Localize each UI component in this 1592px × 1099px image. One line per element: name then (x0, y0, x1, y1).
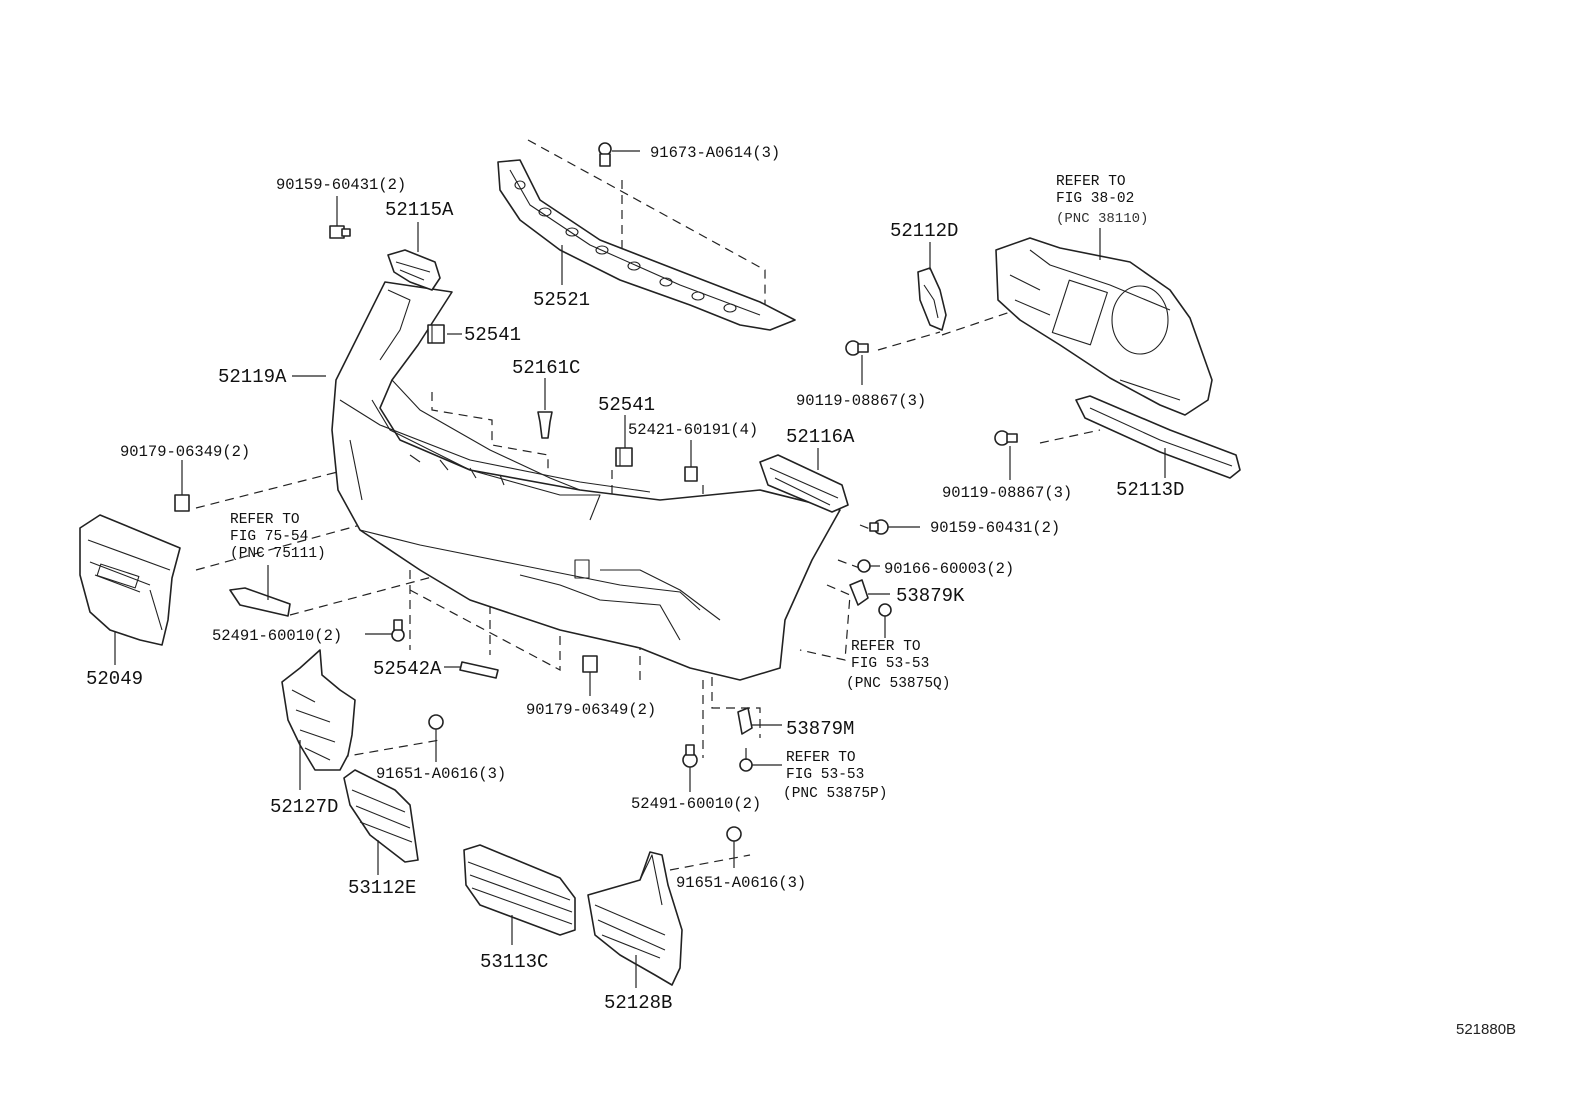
bracket-52491-left (229, 587, 291, 617)
svg-text:FIG 53-53: FIG 53-53 (851, 656, 929, 672)
label-53879M[interactable]: 53879M (786, 718, 854, 740)
svg-text:REFER TO: REFER TO (851, 639, 921, 655)
bracket-52116A (759, 454, 849, 513)
bracket-52113D (1075, 395, 1241, 479)
label-52541-b[interactable]: 52541 (598, 394, 655, 416)
diagram-code: 521880B (1456, 1021, 1516, 1038)
clip-90166 (857, 559, 871, 573)
clip-90179-mid (582, 655, 598, 673)
svg-text:(PNC 53875Q): (PNC 53875Q) (846, 676, 950, 692)
bracket-53879M (737, 707, 753, 772)
label-90119-a[interactable]: 90119-08867(3) (796, 392, 926, 410)
bracket-52115A (387, 249, 441, 291)
cover-52049 (79, 514, 181, 646)
label-91673[interactable]: 91673-A0614(3) (650, 144, 780, 162)
bolt-91673 (598, 142, 612, 167)
retainer-52541-b (615, 447, 633, 467)
clip-90179-left (174, 494, 190, 512)
label-53879K[interactable]: 53879K (896, 585, 965, 607)
clip-52161C (537, 411, 553, 439)
svg-text:(PNC 53875P): (PNC 53875P) (783, 786, 887, 802)
bracket-53879K (849, 579, 892, 617)
label-52421[interactable]: 52421-60191(4) (628, 421, 758, 439)
bumper-cover-52119A (331, 281, 841, 681)
label-90119-b[interactable]: 90119-08867(3) (942, 484, 1072, 502)
label-52113D[interactable]: 52113D (1116, 479, 1184, 501)
bolt-52491-mid (682, 744, 698, 768)
ref-fig-75-54[interactable]: REFER TO FIG 75-54 (PNC 75111) (230, 512, 326, 562)
grille-53113C (463, 844, 576, 936)
bracket-52127D (281, 649, 356, 771)
svg-text:REFER TO: REFER TO (230, 512, 300, 528)
label-90166[interactable]: 90166-60003(2) (884, 560, 1014, 578)
svg-text:REFER TO: REFER TO (786, 750, 856, 766)
label-52491-left[interactable]: 52491-60010(2) (212, 627, 342, 645)
svg-text:(PNC 75111): (PNC 75111) (230, 546, 326, 562)
svg-text:FIG 75-54: FIG 75-54 (230, 529, 308, 545)
label-91651-b[interactable]: 91651-A0616(3) (676, 874, 806, 892)
label-90159-right[interactable]: 90159-60431(2) (930, 519, 1060, 537)
label-53112E[interactable]: 53112E (348, 877, 416, 899)
nut-52421 (684, 466, 698, 482)
label-52127D[interactable]: 52127D (270, 796, 338, 818)
label-90159-top[interactable]: 90159-60431(2) (276, 176, 406, 194)
label-91651-a[interactable]: 91651-A0616(3) (376, 765, 506, 783)
svg-text:REFER TO: REFER TO (1056, 174, 1126, 190)
label-52112D[interactable]: 52112D (890, 220, 958, 242)
svg-text:FIG 38-02: FIG 38-02 (1056, 191, 1134, 207)
bolt-52491-left-screw (391, 619, 405, 642)
bolt-90119-b (994, 430, 1018, 446)
bezel-52128B (587, 851, 683, 986)
bolt-91651-a (428, 714, 444, 730)
label-52115A[interactable]: 52115A (385, 199, 454, 221)
ref-fig-53-53-p[interactable]: REFER TO FIG 53-53 (PNC 53875P) (783, 750, 887, 802)
bolt-91651-b (726, 826, 742, 842)
bolt-90159-top (329, 225, 351, 239)
ref-fig-38-02[interactable]: REFER TO FIG 38-02 (PNC 38110) (1056, 174, 1148, 227)
svg-text:(PNC 38110): (PNC 38110) (1056, 211, 1148, 227)
label-52542A[interactable]: 52542A (373, 658, 442, 680)
svg-text:FIG 53-53: FIG 53-53 (786, 767, 864, 783)
retainer-52541-a (427, 324, 445, 344)
label-52116A[interactable]: 52116A (786, 426, 855, 448)
label-90179-mid[interactable]: 90179-06349(2) (526, 701, 656, 719)
bolt-90119-a (845, 340, 869, 356)
label-52161C[interactable]: 52161C (512, 357, 580, 379)
label-52049[interactable]: 52049 (86, 668, 143, 690)
part-labels: 91673-A0614(3) 90159-60431(2) 52115A 525… (86, 144, 1184, 1014)
strip-52542A (459, 661, 499, 679)
grille-53112E (343, 769, 419, 863)
bracket-52112D (917, 267, 947, 331)
label-52541-a[interactable]: 52541 (464, 324, 521, 346)
label-90179-left[interactable]: 90179-06349(2) (120, 443, 250, 461)
ref-fig-53-53-q[interactable]: REFER TO FIG 53-53 (PNC 53875Q) (846, 639, 950, 692)
label-52521[interactable]: 52521 (533, 289, 590, 311)
reference-notes: REFER TO FIG 38-02 (PNC 38110) REFER TO … (230, 174, 1148, 802)
label-53113C[interactable]: 53113C (480, 951, 548, 973)
label-52128B[interactable]: 52128B (604, 992, 672, 1014)
label-52119A[interactable]: 52119A (218, 366, 287, 388)
label-52491-mid[interactable]: 52491-60010(2) (631, 795, 761, 813)
radiator-support-ref-38 (995, 237, 1213, 416)
leader-lines (114, 150, 1166, 988)
reinforcement-52521 (497, 159, 796, 331)
bolt-90159-right (869, 519, 889, 535)
